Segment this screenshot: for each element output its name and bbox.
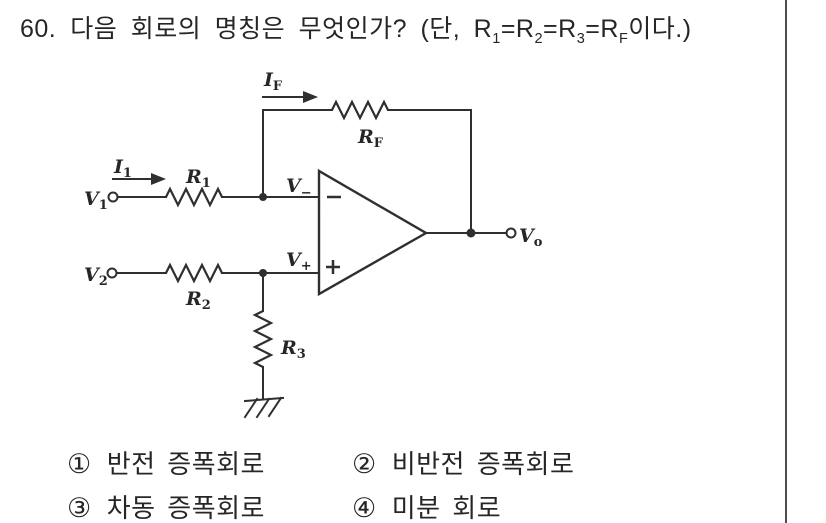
option-4: ④ 미분 회로 [352,493,501,523]
v-plus-node [259,269,267,277]
v-minus-label: V− [286,175,312,201]
r2-subscript: 2 [534,31,544,47]
rf-subscript: F [618,31,629,47]
i1-label: I1 [113,156,132,181]
question-number: 60. [20,15,57,43]
v1-label: V1 [84,188,108,213]
option-2-label: 비반전 증폭회로 [391,449,575,479]
opamp-plus-sign [326,260,340,274]
r1-resistor [165,186,223,208]
option-1-number: ① [67,449,92,479]
opamp-circuit-diagram: IF RF I1 R1 V1 V− V2 R2 V+ R3 Vo [84,69,543,419]
question-text-seg4: =R [585,15,619,43]
v2-label: V2 [84,264,108,289]
i1-current-arrow [112,173,166,185]
option-1-label: 반전 증폭회로 [106,449,265,479]
output-terminal [505,227,517,239]
r3-label: R3 [280,337,306,362]
vo-label: Vo [519,225,543,250]
v-plus-label: V+ [286,249,312,274]
r3-resistor [252,310,274,368]
output-node [466,228,476,238]
r2-resistor [165,262,223,284]
v2-terminal [106,267,118,279]
v1-terminal [107,191,119,203]
opamp-triangle [317,168,429,297]
option-4-number: ④ [352,493,377,523]
rf-resistor [331,99,389,121]
question-text-seg2: =R [500,15,535,43]
if-label: IF [263,69,283,94]
option-1: ① 반전 증폭회로 [67,449,265,479]
r3-subscript: 3 [576,31,586,47]
question-text-seg5: 이다.) [628,15,692,43]
question-title: 60.다음 회로의 명칭은 무엇인가? (단, R1=R2=R3=RF이다.) [20,13,780,47]
r1-label: R1 [185,166,211,191]
option-3: ③ 차동 증폭회로 [67,493,265,523]
ground-icon [243,396,285,419]
rf-label: RF [357,126,384,151]
r2-label: R2 [185,288,211,313]
page-column-divider [785,0,787,523]
if-current-arrow [262,91,318,103]
option-4-label: 미분 회로 [391,493,502,523]
option-2-number: ② [352,449,377,479]
option-3-label: 차동 증폭회로 [106,493,265,523]
option-2: ② 비반전 증폭회로 [352,449,574,479]
r1-subscript: 1 [492,31,501,47]
question-text-seg3: =R [543,15,577,43]
v-minus-node [259,193,267,201]
option-3-number: ③ [67,493,92,523]
question-text-seg1: 다음 회로의 명칭은 무엇인가? (단, R [70,15,493,43]
feedback-wire [262,109,472,234]
